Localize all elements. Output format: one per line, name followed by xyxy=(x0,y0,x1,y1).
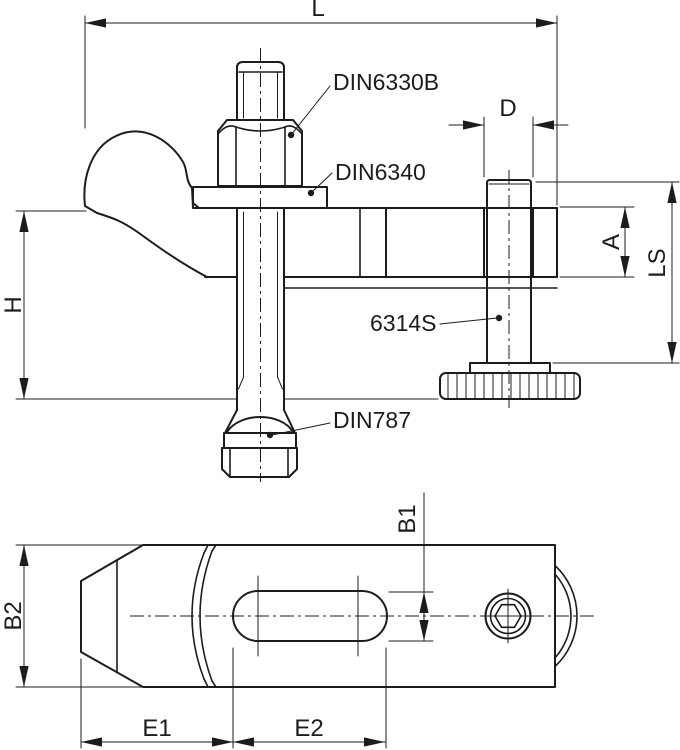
dimension-D: D xyxy=(448,95,569,178)
dimension-H: H xyxy=(0,210,439,400)
dimension-B2: B2 xyxy=(0,544,146,688)
dimension-E2: E2 xyxy=(232,647,387,749)
dimension-label-E1: E1 xyxy=(142,715,171,742)
bar-section-hatch-right xyxy=(532,207,558,278)
part-label-nut: DIN6330B xyxy=(333,69,439,95)
leader-dot-washer xyxy=(307,189,315,197)
clamp-body xyxy=(83,130,558,289)
label-nut: DIN6330B xyxy=(287,69,439,139)
dimension-label-H: H xyxy=(0,296,27,313)
dimension-LS: LS xyxy=(535,181,680,364)
bar-section-hatch-left xyxy=(385,207,485,278)
leader-dot-t-bolt xyxy=(266,431,274,439)
dimension-label-B1: B1 xyxy=(394,504,421,533)
knurl-lines xyxy=(447,373,575,399)
label-washer: DIN6340 xyxy=(307,159,426,197)
threaded-stud xyxy=(236,48,285,482)
part-label-t-bolt: DIN787 xyxy=(333,407,411,433)
part-label-washer: DIN6340 xyxy=(335,159,426,185)
plan-view: B1 B2 E1 E2 xyxy=(0,492,597,749)
part-label-support-screw: 6314S xyxy=(370,310,437,336)
washer xyxy=(192,186,328,209)
label-support-screw: 6314S xyxy=(370,310,503,336)
leader-dot-support-screw xyxy=(495,314,503,322)
label-t-bolt: DIN787 xyxy=(266,407,411,439)
dimension-L: L xyxy=(84,0,558,206)
dimension-label-B2: B2 xyxy=(0,601,27,630)
dimension-A: A xyxy=(559,206,635,278)
side-section-view: L D A LS xyxy=(0,0,680,482)
dimension-label-A: A xyxy=(598,234,625,250)
t-bolt-head xyxy=(221,409,298,478)
knurled-foot xyxy=(439,372,581,400)
dimension-E1: E1 xyxy=(80,647,234,749)
round-end-arcs xyxy=(554,564,578,668)
foot-collar xyxy=(469,362,551,374)
dimension-label-L: L xyxy=(311,0,324,22)
dimension-label-LS: LS xyxy=(644,248,671,277)
support-screw xyxy=(439,170,581,408)
dimension-label-D: D xyxy=(499,95,516,122)
leader-dot-nut xyxy=(287,131,295,139)
dimension-label-E2: E2 xyxy=(294,715,323,742)
dimension-B1: B1 xyxy=(388,492,434,642)
